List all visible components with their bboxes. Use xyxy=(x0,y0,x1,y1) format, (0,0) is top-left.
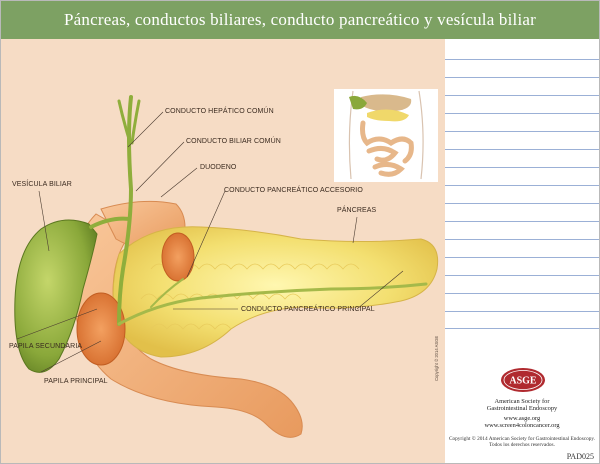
asge-logo-text: ASGE xyxy=(509,376,537,387)
label-conducto-pancreatico-principal: CONDUCTO PANCREÁTICO PRINCIPAL xyxy=(241,306,375,313)
org-url-screen4coloncancer: www.screen4coloncancer.org xyxy=(484,422,560,429)
illustration-copyright: Copyright © 2014 ASGE xyxy=(434,335,439,381)
label-papila-secundaria: PAPILA SECUNDARIA xyxy=(9,343,83,350)
note-line xyxy=(445,311,599,312)
org-name-line2: Gastrointestinal Endoscopy xyxy=(486,405,558,412)
note-line xyxy=(445,275,599,276)
note-line xyxy=(445,221,599,222)
note-line xyxy=(445,167,599,168)
publisher-panel xyxy=(445,329,599,463)
label-conducto-biliar-comun: CONDUCTO BILIAR COMÚN xyxy=(186,138,281,145)
org-url-asge: www.asge.org xyxy=(503,415,541,422)
note-line xyxy=(445,113,599,114)
label-vesicula-biliar: VESÍCULA BILIAR xyxy=(12,181,72,188)
note-line xyxy=(445,185,599,186)
note-line xyxy=(445,239,599,240)
label-papila-principal: PAPILA PRINCIPAL xyxy=(44,378,108,385)
title-bar: Páncreas, conductos biliares, conducto p… xyxy=(1,1,599,39)
anatomy-illustration: CONDUCTO HEPÁTICO COMÚN CONDUCTO BILIAR … xyxy=(1,39,445,463)
label-conducto-pancreatico-accesorio: CONDUCTO PANCREÁTICO ACCESORIO xyxy=(224,187,363,194)
note-line xyxy=(445,257,599,258)
note-line xyxy=(445,293,599,294)
note-line xyxy=(445,59,599,60)
label-duodeno: DUODENO xyxy=(200,164,237,171)
inset-body-diagram xyxy=(334,89,438,182)
note-line xyxy=(445,77,599,78)
copyright-line1: Copyright © 2014 American Society for Ga… xyxy=(448,436,596,442)
page-title: Páncreas, conductos biliares, conducto p… xyxy=(64,10,536,29)
org-name-line1: American Society for xyxy=(494,398,550,405)
note-line xyxy=(445,95,599,96)
document-code: PAD025 xyxy=(566,452,594,461)
note-line xyxy=(445,149,599,150)
note-lines xyxy=(445,39,599,329)
note-line xyxy=(445,131,599,132)
note-line xyxy=(445,203,599,204)
copyright-line2: Todos los derechos reservados. xyxy=(489,442,555,448)
anatomy-drawing xyxy=(14,89,439,438)
label-pancreas: PÁNCREAS xyxy=(337,207,377,214)
note-line xyxy=(445,328,599,329)
label-conducto-hepatico-comun: CONDUCTO HEPÁTICO COMÚN xyxy=(165,108,274,115)
asge-logo: ASGE xyxy=(501,368,545,392)
